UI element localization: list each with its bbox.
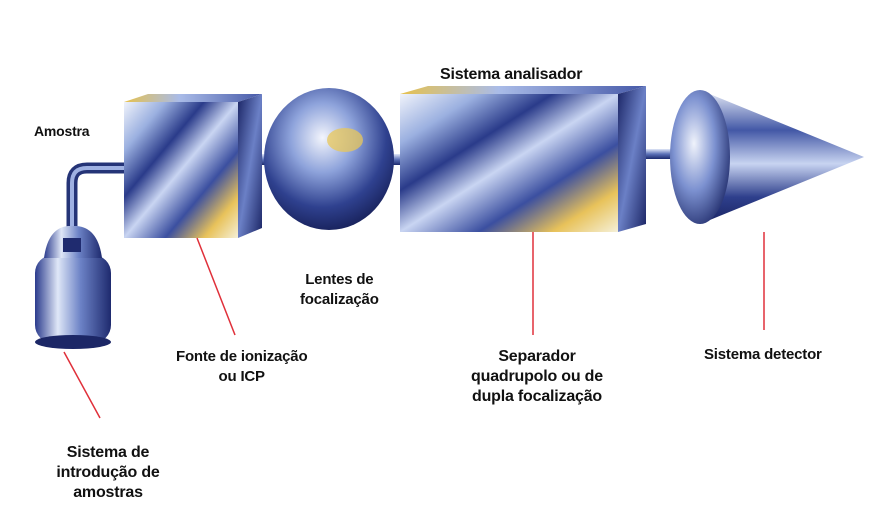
label-sample-introduction-line-1: Sistema de: [66, 444, 150, 461]
label-separator-line-1: Separador: [498, 348, 576, 365]
label-separator-line-3: dupla focalização: [472, 388, 602, 405]
label-sample: Amostra: [34, 123, 90, 139]
label-analyzer-system: Sistema analisador: [440, 66, 583, 83]
label-separator: Separador quadrupolo ou de dupla focaliz…: [462, 347, 612, 407]
label-ionization-source-line-2: ou ICP: [218, 368, 266, 385]
ionization-source-block: [124, 94, 262, 238]
label-detector: Sistema detector: [704, 346, 822, 363]
pointer-lines: [63, 232, 765, 419]
label-sample-introduction: Sistema de introdução de amostras: [48, 443, 168, 503]
label-sample-introduction-line-2: introdução de: [56, 464, 160, 481]
sample-bottle: [35, 226, 111, 349]
label-ionization-source: Fonte de ionização ou ICP: [176, 347, 308, 387]
label-focusing-lenses-line-2: focalização: [300, 291, 379, 308]
analyzer-block: [400, 86, 646, 232]
detector-cone: [670, 90, 864, 224]
label-focusing-lenses: Lentes de focalização: [300, 270, 379, 310]
label-focusing-lenses-line-1: Lentes de: [305, 271, 374, 288]
label-sample-introduction-line-3: amostras: [73, 484, 143, 501]
label-ionization-source-line-1: Fonte de ionização: [176, 348, 308, 365]
label-separator-line-2: quadrupolo ou de: [471, 368, 603, 385]
focusing-lens-sphere: [264, 88, 394, 230]
